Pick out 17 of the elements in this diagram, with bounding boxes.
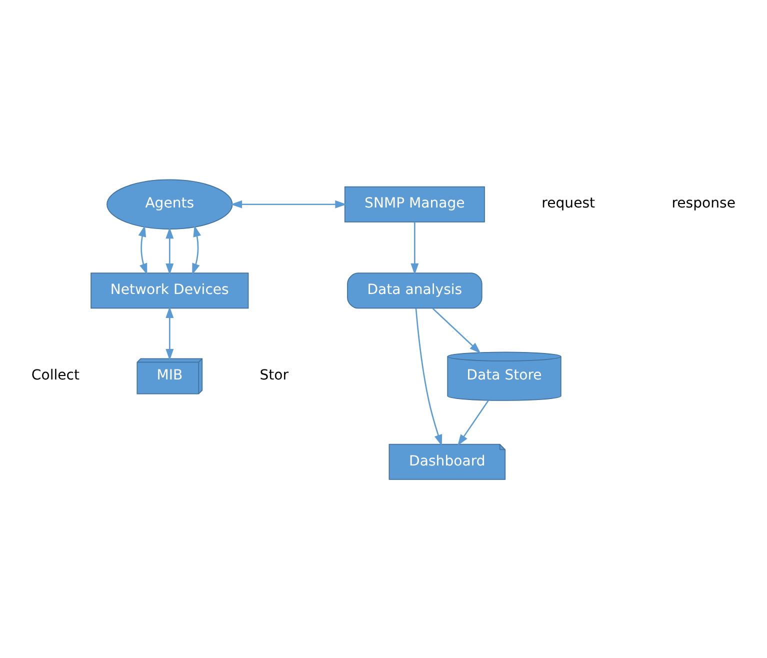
node-box: Data analysis	[347, 272, 482, 308]
arrow	[415, 308, 442, 446]
node-box: Network Devices	[90, 272, 249, 308]
label: request	[542, 195, 596, 212]
node-box: SNMP Manage	[344, 186, 485, 222]
arrow	[410, 221, 419, 274]
arrow	[230, 200, 347, 208]
label: Stor	[260, 367, 289, 384]
arrow	[432, 308, 481, 353]
arrow	[192, 224, 201, 274]
label: response	[672, 195, 736, 212]
node-ellipse: Agents	[106, 178, 233, 229]
arrow	[458, 400, 489, 446]
label: Collect	[31, 367, 80, 384]
arrow	[166, 226, 174, 274]
arrow	[138, 224, 148, 274]
arrow	[166, 306, 174, 360]
